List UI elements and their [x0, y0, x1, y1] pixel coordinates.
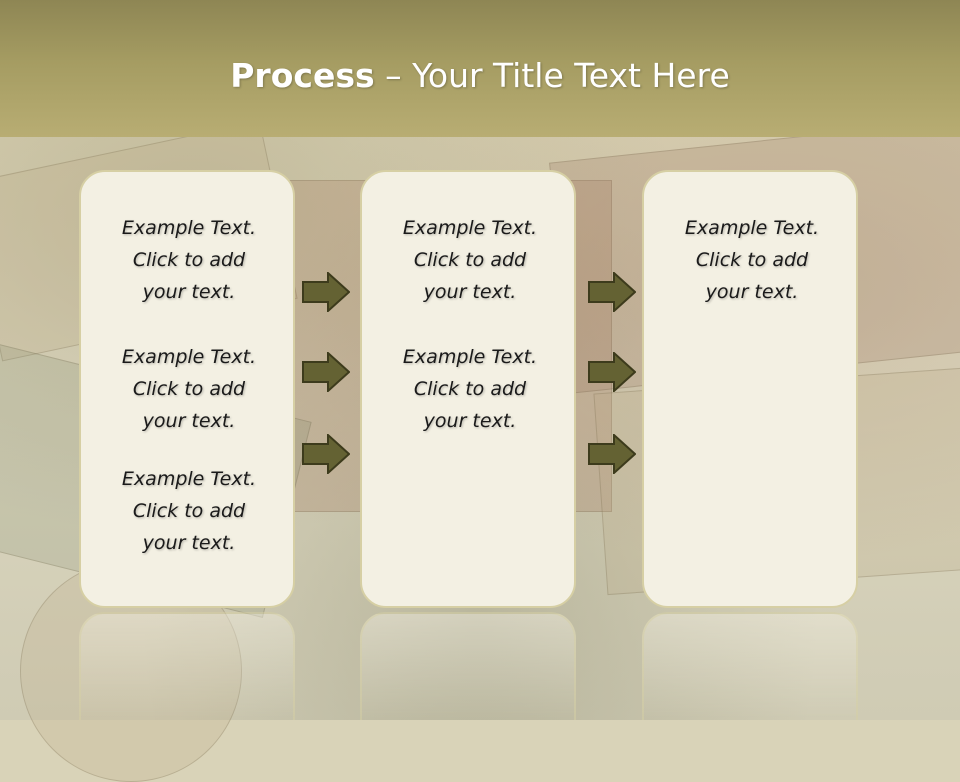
text-line: your text.: [423, 410, 517, 432]
text-line: your text.: [705, 281, 799, 303]
right-arrow-icon[interactable]: [588, 352, 636, 392]
text-line: Example Text.: [121, 468, 257, 490]
text-block[interactable]: Example Text. Click to add your text.: [81, 341, 297, 437]
process-box-1[interactable]: Example Text. Click to add your text. Ex…: [79, 170, 295, 608]
text-line: your text.: [142, 532, 236, 554]
title-bar: Process – Your Title Text Here: [0, 0, 960, 137]
text-line: your text.: [142, 410, 236, 432]
slide-title[interactable]: Process – Your Title Text Here: [0, 56, 960, 96]
process-box-3[interactable]: Example Text. Click to add your text.: [642, 170, 858, 608]
process-box-2[interactable]: Example Text. Click to add your text. Ex…: [360, 170, 576, 608]
right-arrow-icon[interactable]: [302, 272, 350, 312]
right-arrow-icon[interactable]: [588, 434, 636, 474]
text-line: Example Text.: [121, 346, 257, 368]
box-reflection: [79, 612, 295, 720]
right-arrow-icon[interactable]: [302, 352, 350, 392]
right-arrow-icon[interactable]: [302, 434, 350, 474]
title-bold: Process: [230, 56, 375, 95]
text-line: Click to add: [695, 249, 809, 271]
text-block[interactable]: Example Text. Click to add your text.: [644, 212, 860, 308]
text-block[interactable]: Example Text. Click to add your text.: [362, 341, 578, 437]
text-line: Click to add: [413, 378, 527, 400]
text-line: Example Text.: [684, 217, 820, 239]
title-rest: – Your Title Text Here: [385, 56, 730, 95]
text-line: Click to add: [413, 249, 527, 271]
right-arrow-icon[interactable]: [588, 272, 636, 312]
text-block[interactable]: Example Text. Click to add your text.: [81, 212, 297, 308]
text-line: Example Text.: [402, 346, 538, 368]
box-reflection: [360, 612, 576, 720]
text-line: Example Text.: [121, 217, 257, 239]
text-line: Click to add: [132, 500, 246, 522]
text-line: Example Text.: [402, 217, 538, 239]
text-line: Click to add: [132, 249, 246, 271]
text-block[interactable]: Example Text. Click to add your text.: [81, 463, 297, 559]
text-block[interactable]: Example Text. Click to add your text.: [362, 212, 578, 308]
text-line: your text.: [142, 281, 236, 303]
text-line: Click to add: [132, 378, 246, 400]
box-reflection: [642, 612, 858, 720]
text-line: your text.: [423, 281, 517, 303]
